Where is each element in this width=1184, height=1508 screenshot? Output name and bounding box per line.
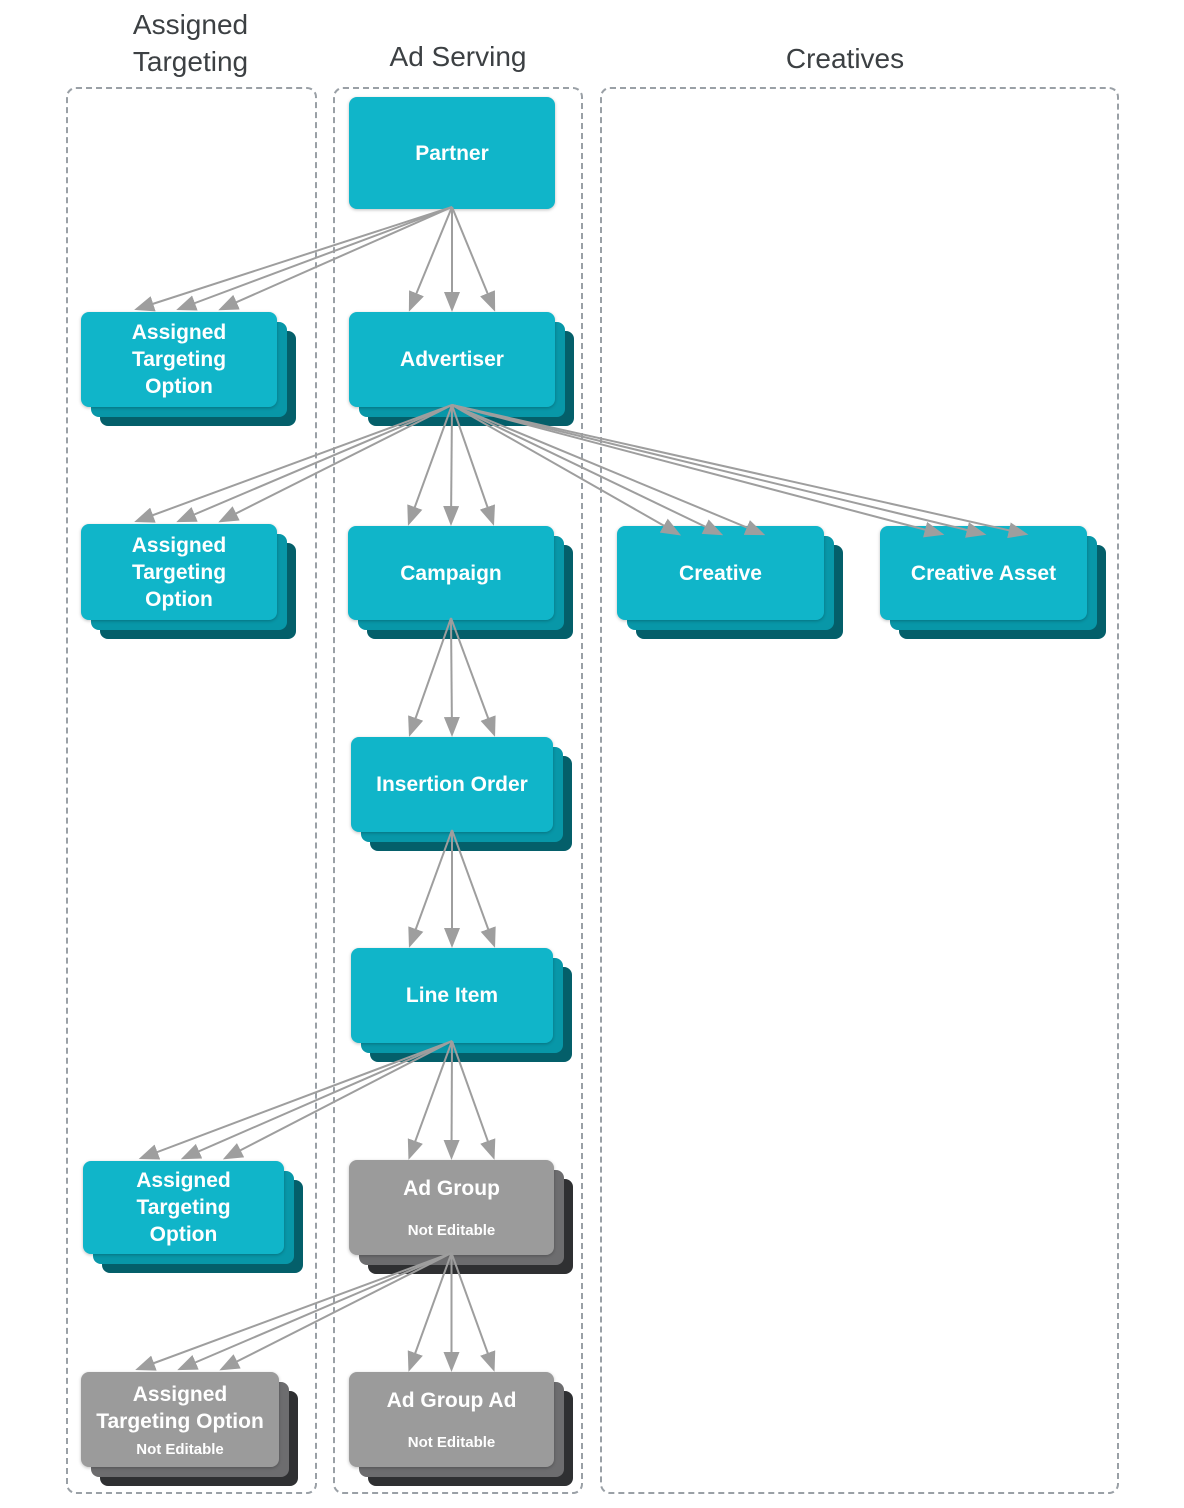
node-ato1: Assigned Targeting Option [81, 312, 277, 407]
column-creatives [600, 87, 1119, 1494]
node-creative: Creative [617, 526, 824, 620]
node-face: Insertion Order [351, 737, 553, 832]
column-ad-serving [333, 87, 583, 1494]
node-ad-group-ad: Ad Group Ad Not Editable [349, 1372, 554, 1467]
node-label: Partner [415, 141, 489, 165]
node-label: Assigned Targeting Option [131, 533, 227, 611]
column-assigned-targeting [66, 87, 317, 1494]
node-sublabel: Not Editable [407, 1222, 496, 1239]
node-face: Partner [349, 97, 555, 209]
node-ato3: Assigned Targeting Option [83, 1161, 284, 1254]
node-face: Line Item [351, 948, 553, 1043]
node-face: Creative [617, 526, 824, 620]
node-insertion-order: Insertion Order [351, 737, 553, 832]
node-face: Creative Asset [880, 526, 1087, 620]
node-face: Assigned Targeting Option [81, 312, 277, 407]
node-sublabel: Not Editable [407, 1434, 496, 1451]
node-line-item: Line Item [351, 948, 553, 1043]
node-partner: Partner [349, 97, 555, 209]
node-face: Advertiser [349, 312, 555, 407]
node-label: Insertion Order [376, 773, 528, 796]
node-label: Line Item [405, 984, 499, 1007]
node-label: Ad Group Ad [386, 1389, 517, 1412]
node-ato2: Assigned Targeting Option [81, 524, 277, 620]
column-title-creatives: Creatives [785, 43, 905, 74]
node-label: Creative Asset [910, 561, 1057, 585]
node-face: Assigned Targeting Option [83, 1161, 284, 1254]
node-face: Assigned Targeting Option [81, 524, 277, 620]
node-label: Creative [679, 561, 762, 585]
node-face: Ad Group Ad Not Editable [349, 1372, 554, 1467]
node-label: Assigned Targeting Option [131, 321, 227, 398]
column-title-ad-serving: Ad Serving [389, 41, 527, 72]
node-sublabel: Not Editable [136, 1440, 224, 1458]
node-label: Advertiser [400, 348, 504, 371]
node-label: Campaign [400, 561, 502, 585]
node-advertiser: Advertiser [349, 312, 555, 407]
node-campaign: Campaign [348, 526, 554, 620]
node-creative-asset: Creative Asset [880, 526, 1087, 620]
column-title-assigned-targeting: Assigned Targeting [132, 9, 249, 77]
node-label: Assigned Targeting Option [96, 1382, 264, 1433]
node-label: Assigned Targeting Option [136, 1169, 231, 1246]
node-face: Campaign [348, 526, 554, 620]
node-label: Ad Group [403, 1177, 500, 1200]
